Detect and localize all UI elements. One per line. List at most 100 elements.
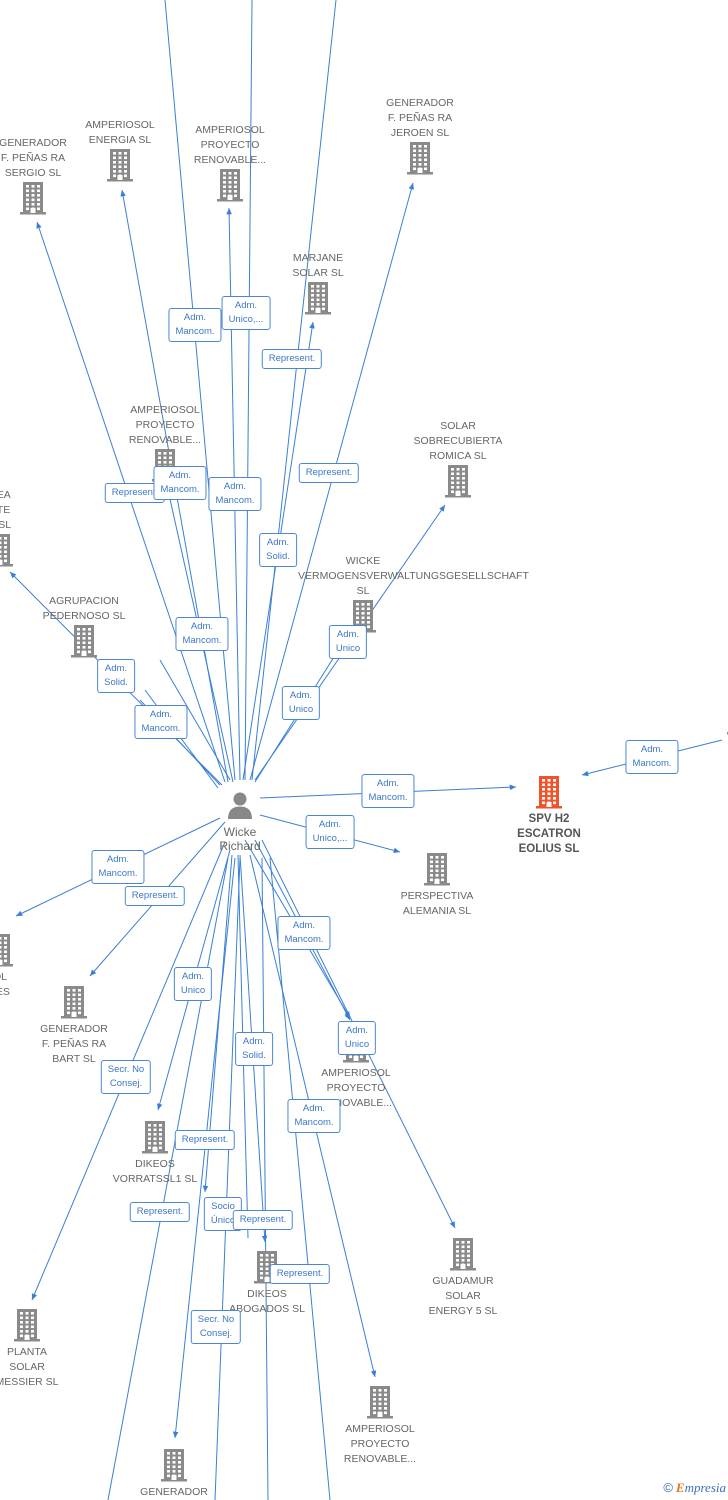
company-name: GENERADOR F. PEÑAS RA SERGIO SL — [0, 137, 67, 179]
company-node-marjane[interactable]: MARJANE SOLAR SL — [253, 251, 383, 315]
company-name: AMPERIOSOL PROYECTO RENOVABLE... — [319, 1067, 393, 1109]
edge-label-represent-7[interactable]: Represent. — [232, 1210, 294, 1230]
company-name: GENERADOR F. PEÑAS RA BART SL — [40, 1023, 108, 1065]
edge-label-represent-6[interactable]: Represent. — [129, 1202, 191, 1222]
company-name: DIKEOS ABOGADOS SL — [229, 1288, 305, 1315]
edge-label-adm-mancom-4[interactable]: Adm. Mancom. — [175, 617, 229, 651]
company-name: AMPERIOSOL PROYECTO RENOVABLE... — [128, 404, 202, 446]
building-icon — [71, 625, 97, 658]
building-icon — [424, 853, 450, 886]
edge-line — [261, 857, 269, 1500]
person-node[interactable]: Wicke Richard — [200, 790, 280, 853]
edge-line — [251, 0, 337, 781]
company-name: GENERADOR — [140, 1486, 208, 1498]
company-node-guadamur[interactable]: GUADAMUR SOLAR ENERGY 5 SL — [398, 1237, 528, 1319]
company-node-generador-sergio[interactable]: GENERADOR F. PEÑAS RA SERGIO SL — [0, 136, 98, 215]
company-node-generador-jeroen[interactable]: GENERADOR F. PEÑAS RA JEROEN SL — [355, 96, 485, 175]
company-name: PLANTA SOLAR MESSIER SL — [0, 1346, 59, 1388]
company-node-area-left[interactable]: REA ETE A SL — [0, 488, 65, 567]
company-name: AGRUPACION PEDERNOSO SL — [42, 595, 126, 622]
building-icon — [305, 282, 331, 315]
company-node-generador-bottom[interactable]: GENERADOR — [109, 1448, 239, 1500]
company-name: WICKE VERMOGENSVERWALTUNGSGESELLSCHAFT S… — [298, 555, 529, 597]
building-icon — [161, 1449, 187, 1482]
building-icon — [536, 776, 562, 809]
edge-label-adm-unico-4[interactable]: Adm. Unico,... — [305, 815, 355, 849]
edge-label-adm-mancom-3[interactable]: Adm. Mancom. — [208, 477, 262, 511]
edge-label-adm-unico-5[interactable]: Adm. Unico — [173, 967, 213, 1001]
edge-label-represent-1[interactable]: Represent. — [261, 349, 323, 369]
edge-label-adm-unico-6[interactable]: Adm. Unico — [337, 1021, 377, 1055]
edge-label-adm-mancom-9[interactable]: Adm. Mancom. — [277, 916, 331, 950]
company-name: GUADAMUR SOLAR ENERGY 5 SL — [428, 1275, 498, 1317]
edge-label-adm-mancom-2[interactable]: Adm. Mancom. — [153, 466, 207, 500]
brand-initial: E — [675, 1480, 685, 1495]
company-node-left-ol[interactable]: OL LES — [0, 933, 65, 1000]
company-node-perspectiva[interactable]: PERSPECTIVA ALEMANIA SL — [372, 852, 502, 919]
edge-label-secr-no-consej-1[interactable]: Secr. No Consej. — [100, 1060, 152, 1094]
copyright-symbol: © — [663, 1480, 673, 1495]
edge-label-adm-mancom-5[interactable]: Adm. Mancom. — [134, 705, 188, 739]
edge-label-represent-5[interactable]: Represent. — [174, 1130, 236, 1150]
company-node-amperiosol-energia[interactable]: AMPERIOSOL ENERGIA SL — [55, 118, 185, 182]
company-name: AMPERIOSOL PROYECTO RENOVABLE... — [193, 124, 267, 166]
edges — [9, 0, 723, 1500]
company-name: L M — [675, 671, 728, 701]
company-node-agrupacion[interactable]: AGRUPACION PEDERNOSO SL — [19, 594, 149, 658]
company-name: GENERADOR F. PEÑAS RA JEROEN SL — [386, 97, 454, 139]
edge-label-adm-mancom-7[interactable]: Adm. Mancom. — [361, 774, 415, 808]
edge-line — [269, 857, 331, 1500]
edge-label-represent-3[interactable]: Represent. — [298, 463, 360, 483]
edge-line — [107, 857, 229, 1500]
edge-line — [244, 0, 253, 781]
edge-label-adm-unico-2[interactable]: Adm. Unico — [328, 625, 368, 659]
company-name: MARJANE SOLAR SL — [292, 252, 344, 279]
edge-label-adm-unico-3[interactable]: Adm. Unico — [281, 686, 321, 720]
edge-line — [214, 857, 241, 1500]
edge-label-represent-4[interactable]: Represent. — [124, 886, 186, 906]
edge-label-adm-mancom-8[interactable]: Adm. Mancom. — [91, 850, 145, 884]
company-node-amperiosol-4[interactable]: AMPERIOSOL PROYECTO RENOVABLE... — [315, 1385, 445, 1467]
building-icon — [0, 934, 13, 967]
company-name: PERSPECTIVA ALEMANIA SL — [400, 890, 474, 917]
brand-name: mpresia — [684, 1480, 726, 1495]
company-name: SPV H2 ESCATRON EOLIUS SL — [517, 813, 581, 855]
person-name: Wicke Richard — [219, 825, 261, 853]
building-icon — [450, 1238, 476, 1271]
building-icon — [367, 1386, 393, 1419]
company-name: SOLAR SOBRECUBIERTA ROMICA SL — [413, 420, 503, 462]
edge-label-adm-solid-3[interactable]: Adm. Solid. — [235, 1032, 273, 1066]
building-icon — [445, 465, 471, 498]
edge-label-adm-solid-2[interactable]: Adm. Solid. — [97, 659, 135, 693]
edge-label-adm-unico-1[interactable]: Adm. Unico,... — [221, 296, 271, 330]
edge-label-adm-mancom-10[interactable]: Adm. Mancom. — [287, 1099, 341, 1133]
edge-label-adm-mancom-1[interactable]: Adm. Mancom. — [168, 308, 222, 342]
company-node-solar-romica[interactable]: SOLAR SOBRECUBIERTA ROMICA SL — [393, 419, 523, 498]
company-name: AMPERIOSOL ENERGIA SL — [85, 119, 155, 146]
person-icon — [228, 792, 252, 819]
company-node-dikeos-abogados[interactable]: DIKEOS ABOGADOS SL — [202, 1250, 332, 1317]
company-name: OL LES — [0, 971, 10, 998]
building-icon — [142, 1121, 168, 1154]
edge-label-secr-no-consej-2[interactable]: Secr. No Consej. — [190, 1310, 242, 1344]
edge-label-adm-solid-1[interactable]: Adm. Solid. — [259, 533, 297, 567]
building-icon — [407, 142, 433, 175]
company-node-wicke-vv[interactable]: WICKE VERMOGENSVERWALTUNGSGESELLSCHAFT S… — [298, 554, 529, 633]
edge-label-adm-mancom-6[interactable]: Adm. Mancom. — [625, 740, 679, 774]
company-node-planta-solar[interactable]: PLANTA SOLAR MESSIER SL — [0, 1308, 92, 1390]
company-node-generador-bart[interactable]: GENERADOR F. PEÑAS RA BART SL — [9, 985, 139, 1067]
company-node-amperiosol-1[interactable]: AMPERIOSOL PROYECTO RENOVABLE... — [165, 123, 295, 202]
edge-label-represent-8[interactable]: Represent. — [269, 1264, 331, 1284]
company-node-right-cut[interactable]: L M — [675, 671, 728, 735]
company-name: REA ETE A SL — [0, 489, 12, 531]
building-icon — [61, 986, 87, 1019]
brand-footer[interactable]: ©Empresia — [663, 1480, 726, 1496]
company-name: AMPERIOSOL PROYECTO RENOVABLE... — [343, 1423, 417, 1465]
company-node-spv[interactable]: SPV H2 ESCATRON EOLIUS SL — [484, 775, 614, 857]
edge-line — [164, 0, 236, 781]
company-node-dikeos-vorrat[interactable]: DIKEOS VORRATSSL1 SL — [90, 1120, 220, 1187]
building-icon — [20, 182, 46, 215]
building-icon — [14, 1309, 40, 1342]
building-icon — [107, 149, 133, 182]
